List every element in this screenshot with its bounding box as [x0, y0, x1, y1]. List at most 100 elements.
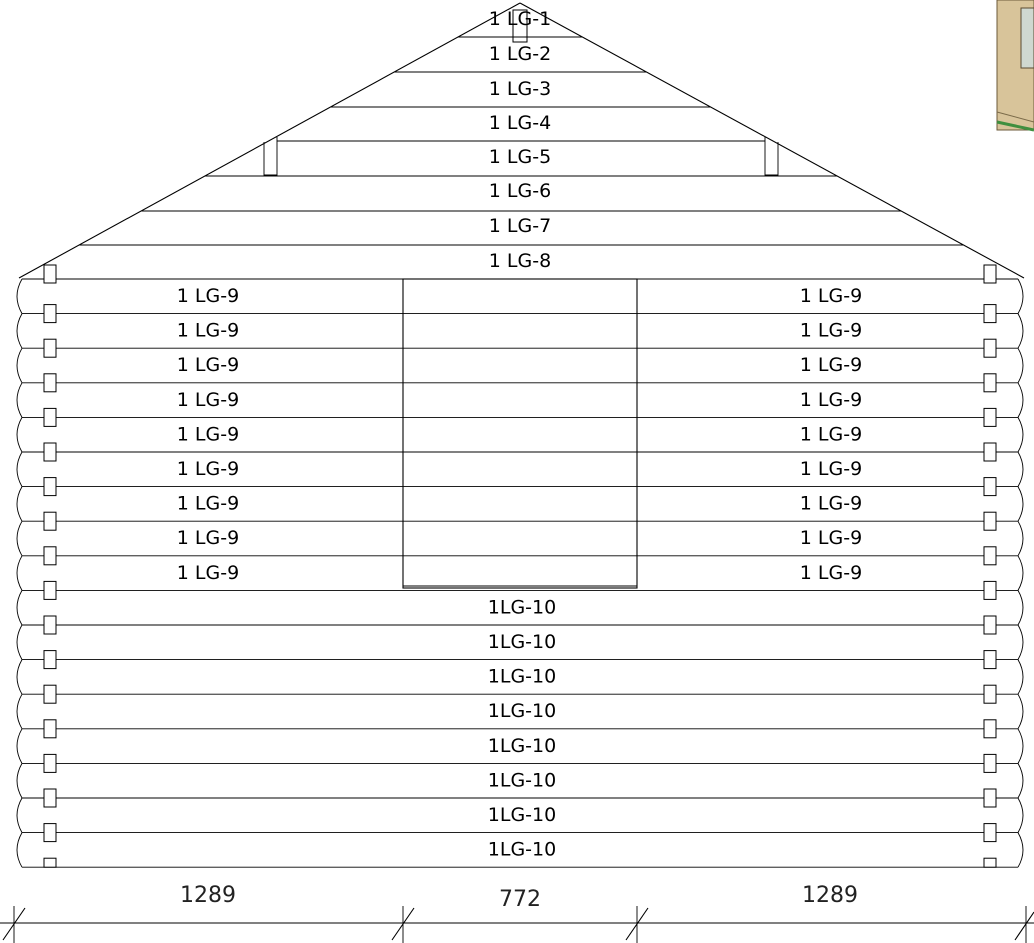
log-end-left [16, 832, 23, 868]
dimension-right: 1289 [802, 883, 858, 908]
corner-notch [43, 442, 57, 462]
corner-notch [983, 857, 997, 868]
log-end-left [16, 624, 23, 660]
log-end-left [16, 278, 23, 314]
corner-notch [983, 304, 997, 324]
upper-left-log-label: 1 LG-9 [177, 389, 239, 411]
corner-notch [983, 823, 997, 843]
log-end-right [1017, 797, 1024, 833]
corner-notch [43, 719, 57, 739]
lower-log-label: 1LG-10 [488, 596, 556, 618]
upper-left-labels: 1 LG-9 1 LG-9 1 LG-9 1 LG-9 1 LG-9 1 LG-9 1 LG… [177, 285, 239, 584]
corner-notch [983, 264, 997, 284]
corner-notch [983, 511, 997, 531]
upper-left-log-label: 1 LG-9 [177, 423, 239, 445]
gable-course-label: 1 LG-1 [489, 8, 551, 30]
upper-right-log-label: 1 LG-9 [800, 527, 862, 549]
log-end-right [1017, 278, 1024, 314]
upper-right-log-label: 1 LG-9 [800, 493, 862, 515]
log-end-left [16, 313, 23, 349]
log-end-left [16, 797, 23, 833]
log-end-right [1017, 728, 1024, 764]
corner-notch [43, 511, 57, 531]
lower-log-label: 1LG-10 [488, 804, 556, 826]
corner-notch [983, 546, 997, 566]
corner-notch [43, 788, 57, 808]
upper-right-log-label: 1 LG-9 [800, 285, 862, 307]
corner-notch [983, 442, 997, 462]
upper-left-log-label: 1 LG-9 [177, 562, 239, 584]
log-end-right [1017, 382, 1024, 418]
log-end-left [16, 347, 23, 384]
log-end-left [16, 659, 23, 695]
upper-right-log-label: 1 LG-9 [800, 389, 862, 411]
log-end-left [16, 520, 23, 557]
lower-log-label: 1LG-10 [488, 839, 556, 861]
corner-notch [43, 304, 57, 324]
corner-notch [43, 684, 57, 704]
log-end-left [16, 382, 23, 418]
corner-notch [43, 580, 57, 600]
log-end-left [16, 417, 23, 453]
log-end-left [16, 486, 23, 522]
gable-right-edge [519, 2, 1025, 279]
corner-notch [983, 338, 997, 358]
corner-notch [43, 753, 57, 773]
gable-left-edge [18, 2, 521, 279]
log-end-left [16, 590, 23, 626]
log-end-right [1017, 659, 1024, 695]
upper-left-log-label: 1 LG-9 [177, 493, 239, 515]
dimension-line: 1289 772 1289 [0, 883, 1034, 943]
gable-course-label: 1 LG-8 [489, 250, 551, 272]
building-thumbnail [996, 0, 1034, 132]
upper-left-log-label: 1 LG-9 [177, 458, 239, 480]
upper-left-log-label: 1 LG-9 [177, 285, 239, 307]
lower-log-label: 1LG-10 [488, 735, 556, 757]
upper-left-log-label: 1 LG-9 [177, 354, 239, 376]
gable-course-label: 1 LG-5 [489, 146, 551, 168]
log-end-right [1017, 763, 1024, 799]
upper-right-log-label: 1 LG-9 [800, 458, 862, 480]
corner-notch [43, 407, 57, 427]
log-end-right [1017, 624, 1024, 660]
wall-section: 1 LG-9 1 LG-9 1 LG-9 1 LG-9 1 LG-9 1 LG-9 1 LG… [16, 264, 1024, 868]
ridge-post [512, 9, 528, 43]
log-end-right [1017, 693, 1024, 730]
corner-notch [43, 338, 57, 358]
right-purlin-notch [764, 137, 779, 176]
log-end-right [1017, 486, 1024, 522]
corner-notch [983, 753, 997, 773]
corner-notch [43, 857, 57, 868]
log-end-right [1017, 832, 1024, 868]
log-end-right [1017, 451, 1024, 487]
corner-notch [983, 477, 997, 497]
log-end-left [16, 693, 23, 730]
corner-notch [983, 615, 997, 635]
log-end-right [1017, 417, 1024, 453]
lower-log-label: 1LG-10 [488, 631, 556, 653]
dimension-left: 1289 [180, 883, 236, 908]
corner-notch [983, 719, 997, 739]
gable-section: 1 LG-11 LG-21 LG-31 LG-41 LG-51 LG-61 LG… [18, 2, 1025, 279]
log-end-right [1017, 520, 1024, 557]
gable-course-label: 1 LG-7 [489, 215, 551, 237]
gable-course-label: 1 LG-2 [489, 43, 551, 65]
log-end-left [16, 451, 23, 487]
lower-log-label: 1LG-10 [488, 700, 556, 722]
upper-left-log-label: 1 LG-9 [177, 527, 239, 549]
corner-notch [983, 407, 997, 427]
corner-notch [43, 650, 57, 670]
lower-course-labels: 1LG-10 1LG-10 1LG-10 1LG-10 1LG-10 1LG-10 1LG-… [488, 596, 556, 860]
corner-notch [43, 546, 57, 566]
upper-right-labels: 1 LG-91 LG-91 LG-91 LG-91 LG-91 LG-91 LG… [800, 285, 862, 584]
corner-notch [43, 373, 57, 393]
lower-log-label: 1LG-10 [488, 769, 556, 791]
corner-notch [983, 373, 997, 393]
log-end-right [1017, 555, 1024, 591]
corner-notch [43, 615, 57, 635]
log-end-right [1017, 313, 1024, 349]
corner-notch [983, 788, 997, 808]
lower-log-label: 1LG-10 [488, 666, 556, 688]
gable-course-label: 1 LG-6 [489, 180, 551, 202]
left-purlin-notch [263, 137, 278, 176]
